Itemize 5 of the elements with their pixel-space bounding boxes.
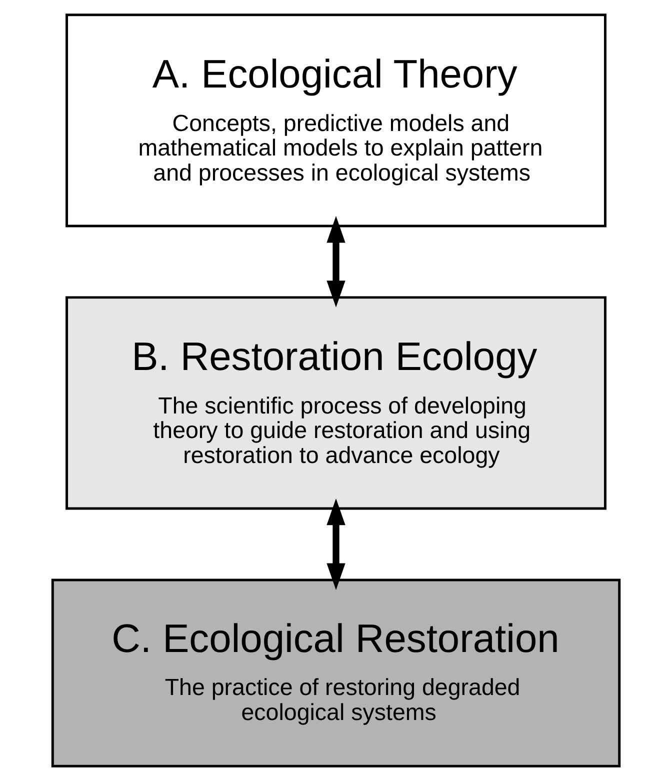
node-box: C. Ecological Restoration The practice of restoring degraded ecological systems [51,578,621,768]
arrow [326,498,346,590]
node-box: A. Ecological Theory Concepts, predictive models and mathematical models to explain pattern and processes in ecological systems [66,14,606,228]
arrow [326,216,346,308]
node-box: B. Restoration Ecology The scientific process of developing theory to guide restoration and using restoration to advance ecology [66,296,606,510]
